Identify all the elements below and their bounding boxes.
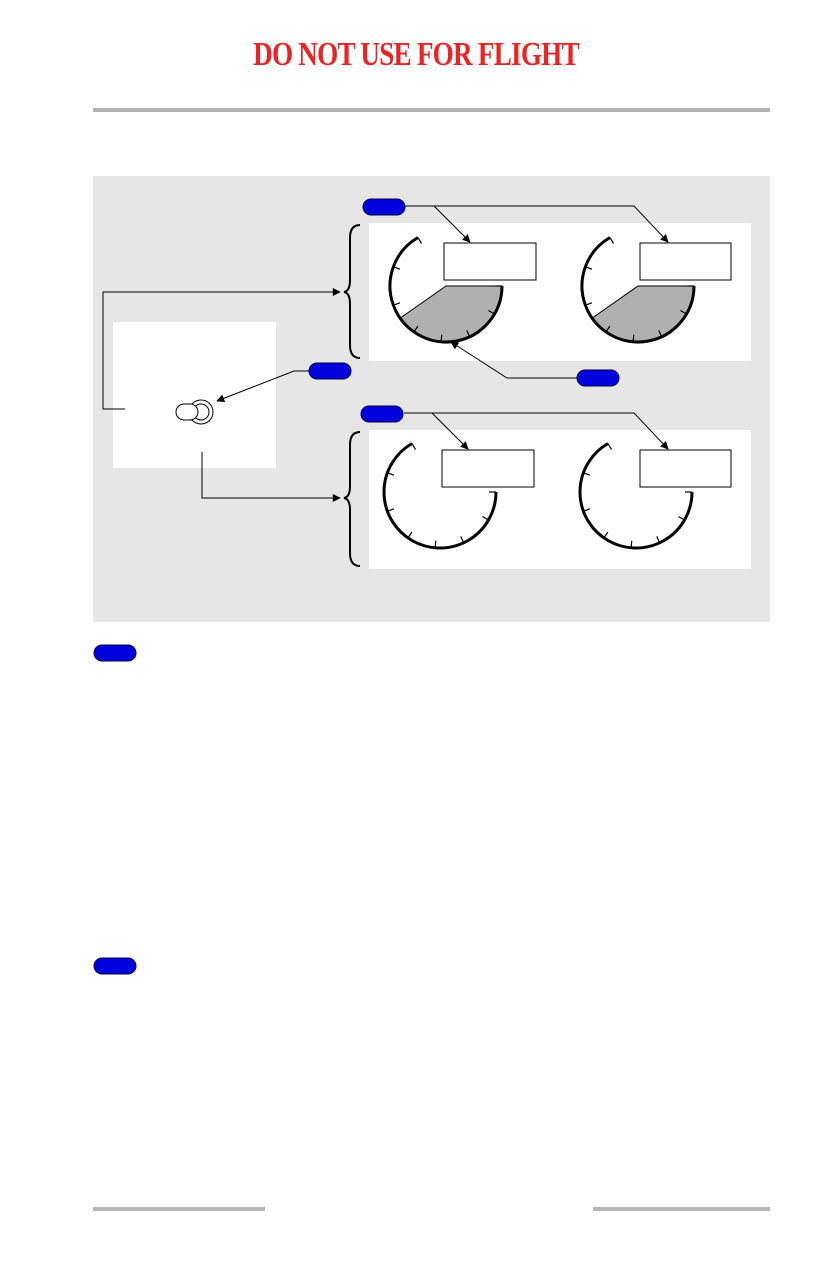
switch-panel [113, 322, 276, 468]
digital-display-lower-right [639, 449, 732, 488]
callout-marker-lower [360, 405, 404, 423]
callout-marker-arc [576, 369, 620, 387]
gauge-upper-right-tick-3 [605, 325, 611, 333]
gauge-lower-right-tick-3 [603, 531, 609, 539]
switch-to-lower-line [201, 452, 341, 502]
lower-brace [343, 431, 361, 567]
callout-marker-switch [308, 362, 352, 380]
header-rule [93, 108, 770, 112]
gauge-lower-left-tick-0 [411, 443, 417, 450]
callout-upper-leader-2 [433, 205, 471, 243]
gauge-lower-left-tick-6 [482, 515, 489, 521]
gauge-lower-left-tick-5 [460, 536, 465, 544]
gauge-lower-right-tick-0 [607, 443, 613, 450]
gauge-upper-left-tick-4 [440, 334, 443, 342]
note-marker-2 [93, 957, 137, 975]
switch-to-upper-line [102, 288, 341, 410]
gauge-upper-left-tick-6 [488, 309, 495, 315]
gauge-upper-left-tick-1 [393, 266, 401, 270]
note-marker-1 [93, 644, 137, 662]
digital-display-upper-left [443, 242, 537, 281]
gauge-lower-left [382, 442, 498, 550]
toggle-switch-icon[interactable] [175, 399, 214, 425]
callout-arc-leader [450, 341, 578, 379]
callout-switch-leader [216, 370, 310, 403]
gauge-upper-right-tick-0 [609, 237, 615, 244]
gauge-upper-right [580, 236, 696, 344]
do-not-use-warning: DO NOT USE FOR FLIGHT [253, 36, 580, 73]
gauge-lower-left-tick-4 [434, 540, 437, 548]
callout-marker-upper [362, 198, 406, 216]
gauge-upper-left-tick-2 [393, 302, 401, 306]
gauge-lower-right-tick-4 [630, 540, 633, 548]
gauge-upper-left-tick-3 [413, 325, 419, 333]
callout-upper-leader [404, 205, 669, 243]
gauge-upper-right-arc [580, 236, 696, 344]
gauge-lower-right-tick-2 [583, 508, 591, 512]
gauge-lower-left-tick-2 [387, 508, 395, 512]
gauge-upper-left-tick-5 [466, 330, 471, 338]
gauge-lower-right-tick-1 [583, 472, 591, 476]
digital-display-upper-right [639, 242, 732, 281]
gauge-lower-left-arc [382, 442, 498, 550]
digital-display-lower-left [441, 449, 535, 488]
gauge-upper-right-tick-4 [632, 334, 635, 342]
upper-brace [343, 224, 361, 359]
gauge-lower-right-arc [578, 442, 694, 550]
gauge-upper-right-tick-5 [658, 330, 663, 338]
gauge-upper-right-tick-2 [585, 302, 593, 306]
gauge-upper-left-tick-0 [417, 237, 423, 244]
callout-lower-leader [404, 412, 669, 450]
footer-rule-left [93, 1207, 265, 1211]
gauge-lower-left-tick-3 [407, 531, 413, 539]
callout-lower-leader-2 [431, 412, 469, 450]
gauge-lower-right-tick-6 [678, 515, 685, 521]
gauge-lower-right-tick-5 [656, 536, 661, 544]
gauge-lower-right [578, 442, 694, 550]
gauge-upper-left-arc [388, 236, 504, 344]
gauge-upper-left [388, 236, 504, 344]
gauge-upper-right-tick-1 [585, 266, 593, 270]
gauge-lower-left-tick-1 [387, 472, 395, 476]
gauge-upper-right-tick-6 [680, 309, 687, 315]
footer-rule-right [593, 1207, 770, 1211]
